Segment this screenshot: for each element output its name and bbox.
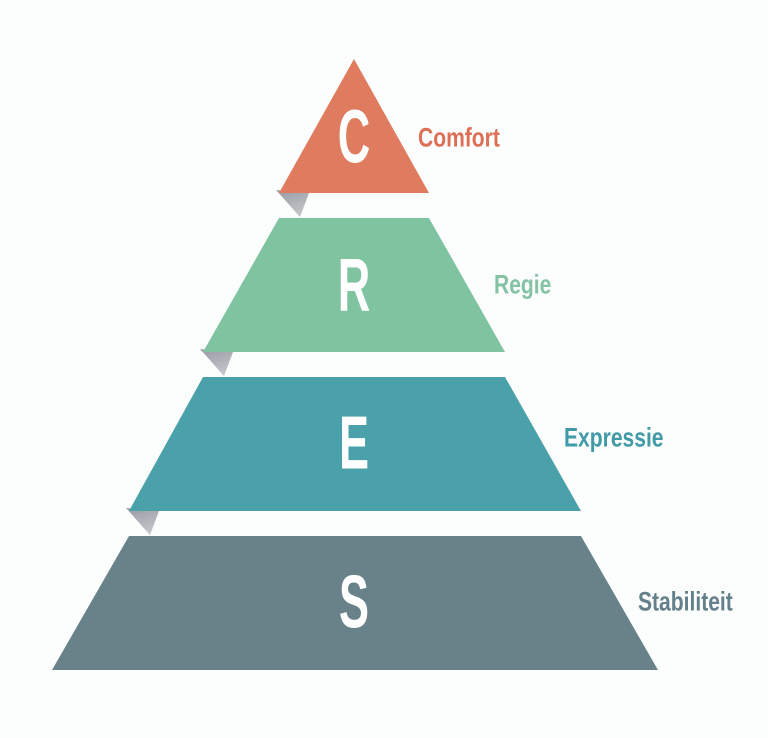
level-letter-comfort: C	[337, 94, 371, 179]
level-label-stabiliteit: Stabiliteit	[638, 586, 733, 617]
level-shape-expressie	[129, 377, 581, 511]
level-shape-regie	[203, 218, 505, 352]
level-label-expressie: Expressie	[564, 422, 664, 453]
level-label-regie: Regie	[494, 269, 552, 300]
level-letter-expressie: E	[338, 400, 370, 485]
fold-corner-comfort	[276, 190, 309, 217]
fold-corner-regie	[200, 349, 233, 376]
fold-corner-expressie	[126, 508, 159, 535]
level-shape-comfort	[279, 59, 429, 193]
level-label-comfort: Comfort	[418, 122, 500, 153]
level-shape-stabiliteit	[52, 536, 658, 670]
level-letter-regie: R	[337, 242, 371, 327]
level-letter-stabiliteit: S	[338, 559, 370, 644]
